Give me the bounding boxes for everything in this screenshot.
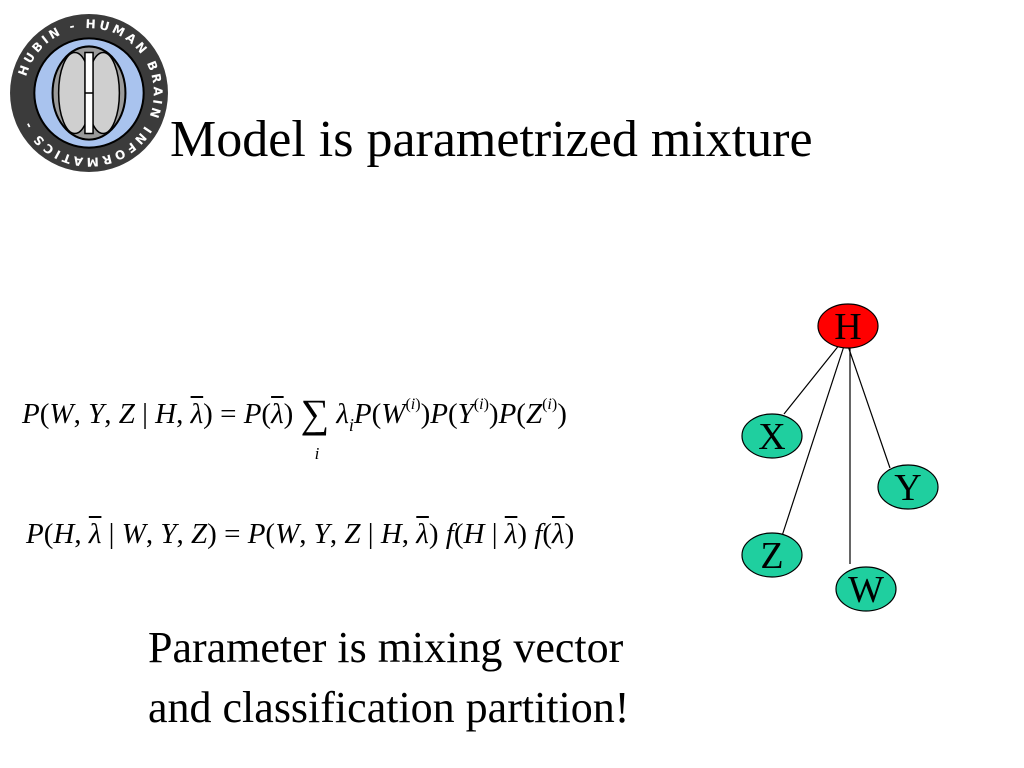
caption-line-1: Parameter is mixing vector — [148, 623, 624, 672]
caption: Parameter is mixing vector and classific… — [148, 618, 629, 738]
hubin-logo: HUBIN - HUMAN BRAIN INFORMATICS - — [10, 14, 168, 172]
caption-line-2: and classification partition! — [148, 683, 630, 732]
brain-icon — [51, 45, 127, 141]
mixture-graph-diagram: H X Y Z W — [741, 303, 939, 612]
node-w-label: W — [848, 569, 884, 611]
edge-h-y — [847, 345, 891, 469]
node-y-circle — [877, 464, 939, 510]
node-y: Y — [877, 464, 939, 510]
node-x: X — [741, 413, 803, 459]
page-title: Model is parametrized mixture — [170, 111, 813, 168]
node-z-label: Z — [760, 535, 783, 577]
node-x-label: X — [758, 416, 785, 458]
node-z: Z — [741, 532, 803, 578]
equation-likelihood: P(W, Y, Z | H, λ) = P(λ) ∑ i λiP(W(i))P(… — [22, 391, 567, 464]
edge-h-x — [783, 343, 841, 415]
edge-h-z — [781, 345, 845, 537]
equation-posterior: P(H, λ | W, Y, Z) = P(W, Y, Z | H, λ) f(… — [26, 518, 575, 550]
node-x-circle — [741, 413, 803, 459]
node-h: H — [817, 303, 879, 349]
node-y-label: Y — [894, 467, 921, 509]
node-h-circle — [817, 303, 879, 349]
node-h-label: H — [834, 306, 861, 348]
node-w: W — [835, 566, 897, 612]
node-z-circle — [741, 532, 803, 578]
graph-edges — [781, 343, 891, 564]
node-w-circle — [835, 566, 897, 612]
